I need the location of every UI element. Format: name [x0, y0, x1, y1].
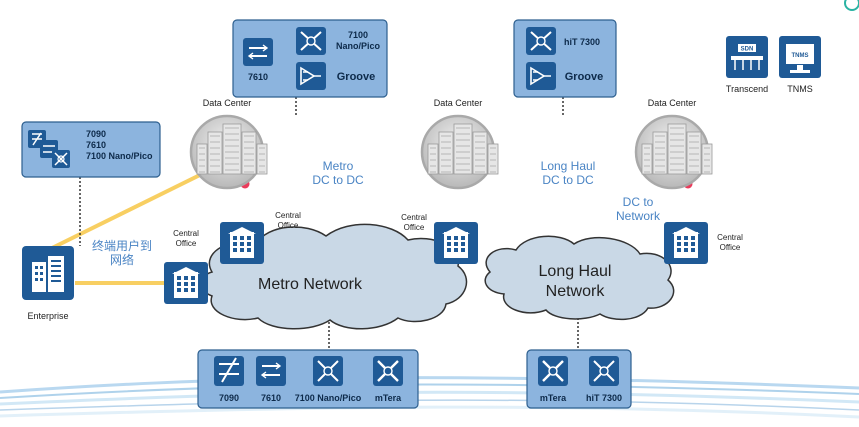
- 7610-device-icon: [243, 38, 273, 66]
- enterprise-label: Enterprise: [27, 311, 68, 321]
- data-center-node: Data Center: [189, 98, 268, 190]
- tnms-label: TNMS: [787, 84, 813, 94]
- dc2-groove-label: Groove: [565, 71, 604, 83]
- dc1-7610-label: 7610: [248, 72, 268, 82]
- metro-device-panel: 7090 7610 7100 Nano/Pico mTera: [197, 349, 419, 409]
- enterprise-line-1: 7090: [86, 129, 106, 139]
- groove-device-icon: [296, 62, 326, 90]
- tnms-tool: TNMS TNMS: [779, 36, 821, 94]
- groove-device-icon: [526, 62, 556, 90]
- data-center-node: Data Center: [634, 98, 713, 190]
- data-center-label: Data Center: [203, 98, 252, 108]
- metro-device-label-1: 7090: [219, 393, 239, 403]
- dc2-device-panel: hiT 7300 Groove: [513, 19, 617, 98]
- metro-network-label: Metro Network: [258, 276, 363, 293]
- dc2-hit7300-label: hiT 7300: [564, 37, 600, 47]
- mtera-device-icon: [538, 356, 568, 386]
- tnms-badge: TNMS: [792, 53, 809, 59]
- transcend-tool: SDN Transcend: [726, 36, 768, 94]
- transcend-badge: SDN: [741, 47, 754, 53]
- mtera-device-icon: [373, 356, 403, 386]
- metro-device-label-2: 7610: [261, 393, 281, 403]
- 7100-device-icon: [52, 150, 70, 168]
- corner-marker-icon: [844, 0, 859, 11]
- enduser-label: 终端用户到网络: [92, 238, 152, 267]
- hit7300-device-icon: [589, 356, 619, 386]
- background-waves: [0, 376, 859, 419]
- longhaul-device-label-2: hiT 7300: [586, 393, 622, 403]
- 7100-device-icon: [313, 356, 343, 386]
- enterprise-to-dc-link: [47, 170, 207, 252]
- data-center-node: Data Center: [420, 98, 499, 190]
- enterprise-node: Enterprise: [22, 246, 74, 321]
- 7090-device-icon: [214, 356, 244, 386]
- longhaul-device-label-1: mTera: [540, 393, 567, 403]
- data-center-label: Data Center: [434, 98, 483, 108]
- transcend-label: Transcend: [726, 84, 768, 94]
- data-center-nodes: Data Center Data Center Data Center: [189, 98, 713, 190]
- 7610-device-icon: [256, 356, 286, 386]
- hit7300-device-icon: [526, 27, 556, 55]
- enterprise-line-3: 7100 Nano/Pico: [86, 151, 153, 161]
- data-center-label: Data Center: [648, 98, 697, 108]
- metro-network-cloud: Metro Network: [200, 223, 468, 330]
- 7100-device-icon: [296, 27, 326, 55]
- dc1-groove-label: Groove: [337, 71, 376, 83]
- enterprise-line-2: 7610: [86, 140, 106, 150]
- longhaul-device-panel: mTera hiT 7300: [526, 349, 632, 409]
- metro-device-label-4: mTera: [375, 393, 402, 403]
- metro-device-label-3: 7100 Nano/Pico: [295, 393, 362, 403]
- enterprise-device-panel: 7090 7610 7100 Nano/Pico: [21, 121, 161, 178]
